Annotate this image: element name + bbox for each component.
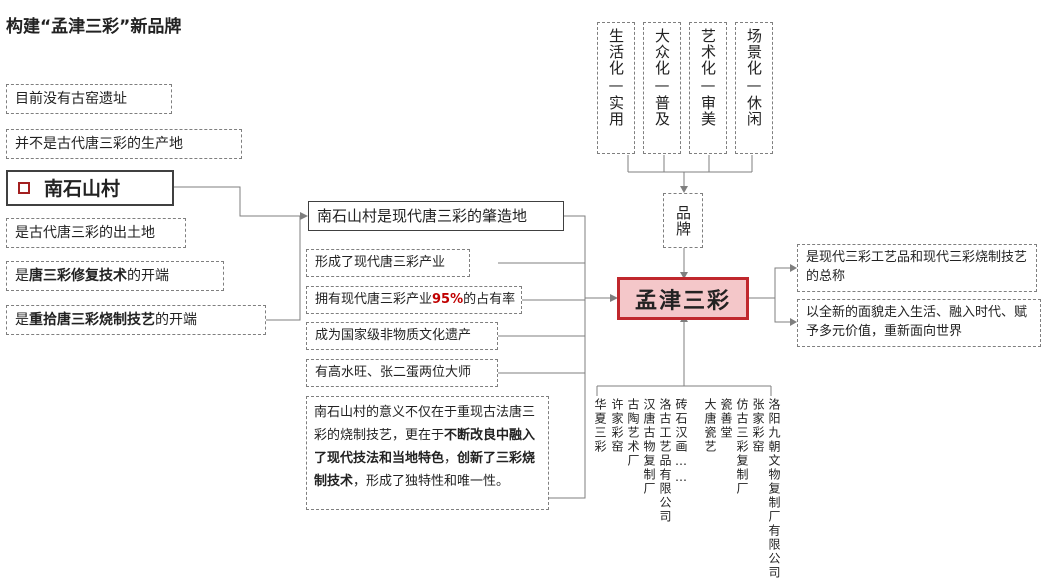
brand-name: 孟津三彩	[634, 288, 731, 314]
enterprise-huaxia: 华夏三彩	[593, 398, 607, 454]
brand-label: 品牌	[663, 193, 703, 248]
highlight-firing-technique: 重拾唐三彩烧制技艺	[29, 312, 155, 328]
text-part: 的开端	[155, 312, 197, 328]
highlight-innovation: 创新了三彩烧制技术	[314, 451, 536, 489]
square-marker-icon	[18, 182, 30, 194]
highlight-restoration-tech: 唐三彩修复技术	[29, 268, 127, 284]
definition-new-look: 以全新的面貌走入生活、融入时代、赋予多元价值，重新面向世界	[797, 299, 1041, 347]
meaning-paragraph: 南石山村的意义不仅在于重现古法唐三彩的烧制技艺，更在于不断改良中融入了现代技法和…	[306, 396, 549, 510]
text-part: 是	[15, 312, 29, 328]
tag-popular: 大众化—普及	[643, 22, 681, 154]
text-part: 拥有现代唐三彩产业	[315, 292, 433, 307]
enterprise-datang: 大唐瓷艺	[703, 398, 717, 454]
brand-name-box: 孟津三彩	[617, 277, 749, 320]
text-part: ，形成了独特性和唯一性。	[353, 474, 510, 489]
text-part: 是	[15, 268, 29, 284]
market-share-percent: 95%	[432, 292, 464, 307]
enterprise-fanggu: 仿古三彩复制厂	[735, 398, 749, 496]
enterprise-hantang: 汉唐古物复制厂	[642, 398, 656, 496]
origin-statement: 南石山村是现代唐三彩的肇造地	[308, 201, 564, 231]
enterprise-zhuanshi: 砖石汉画……	[674, 398, 688, 486]
tag-artistic: 艺术化—审美	[689, 22, 727, 154]
enterprise-luogu: 洛古工艺品有限公司	[658, 398, 672, 524]
highlight-modern-fusion: 不断改良中融入了现代技法和当地特色	[314, 428, 536, 466]
enterprise-zhangjia: 张家彩窑	[751, 398, 765, 454]
left-item-restoration-start: 是唐三彩修复技术的开端	[6, 261, 224, 291]
definition-total-term: 是现代三彩工艺品和现代三彩烧制技艺的总称	[797, 244, 1037, 292]
fact-industry-formed: 形成了现代唐三彩产业	[306, 249, 470, 277]
fact-market-share: 拥有现代唐三彩产业95%的占有率	[306, 286, 522, 314]
left-item-excavation-site: 是古代唐三彩的出土地	[6, 218, 186, 248]
text-part: 南石山村的意义不仅在于重现古法唐三彩的烧制技艺，更在于	[314, 405, 536, 443]
left-item-no-kiln-site: 目前没有古窑遗址	[6, 84, 172, 114]
text-part: 的占有率	[463, 292, 516, 307]
place-name-box: 南石山村	[6, 170, 174, 206]
tag-scenario: 场景化—休闲	[735, 22, 773, 154]
enterprise-xujia: 许家彩窑	[610, 398, 624, 454]
tag-lifestyle: 生活化—实用	[597, 22, 635, 154]
fact-intangible-heritage: 成为国家级非物质文化遗产	[306, 322, 498, 350]
left-item-firing-revival: 是重拾唐三彩烧制技艺的开端	[6, 305, 266, 335]
page-title: 构建“孟津三彩”新品牌	[6, 17, 182, 37]
fact-two-masters: 有高水旺、张二蛋两位大师	[306, 359, 498, 387]
place-name: 南石山村	[44, 178, 121, 200]
enterprise-jiuchao: 洛阳九朝文物复制厂有限公司	[767, 398, 781, 580]
enterprise-gutao: 古陶艺术厂	[626, 398, 640, 468]
left-item-not-production-site: 并不是古代唐三彩的生产地	[6, 129, 242, 159]
enterprise-cishantang: 瓷善堂	[719, 398, 733, 440]
text-part: 的开端	[127, 268, 169, 284]
text-part: ，	[444, 451, 458, 466]
